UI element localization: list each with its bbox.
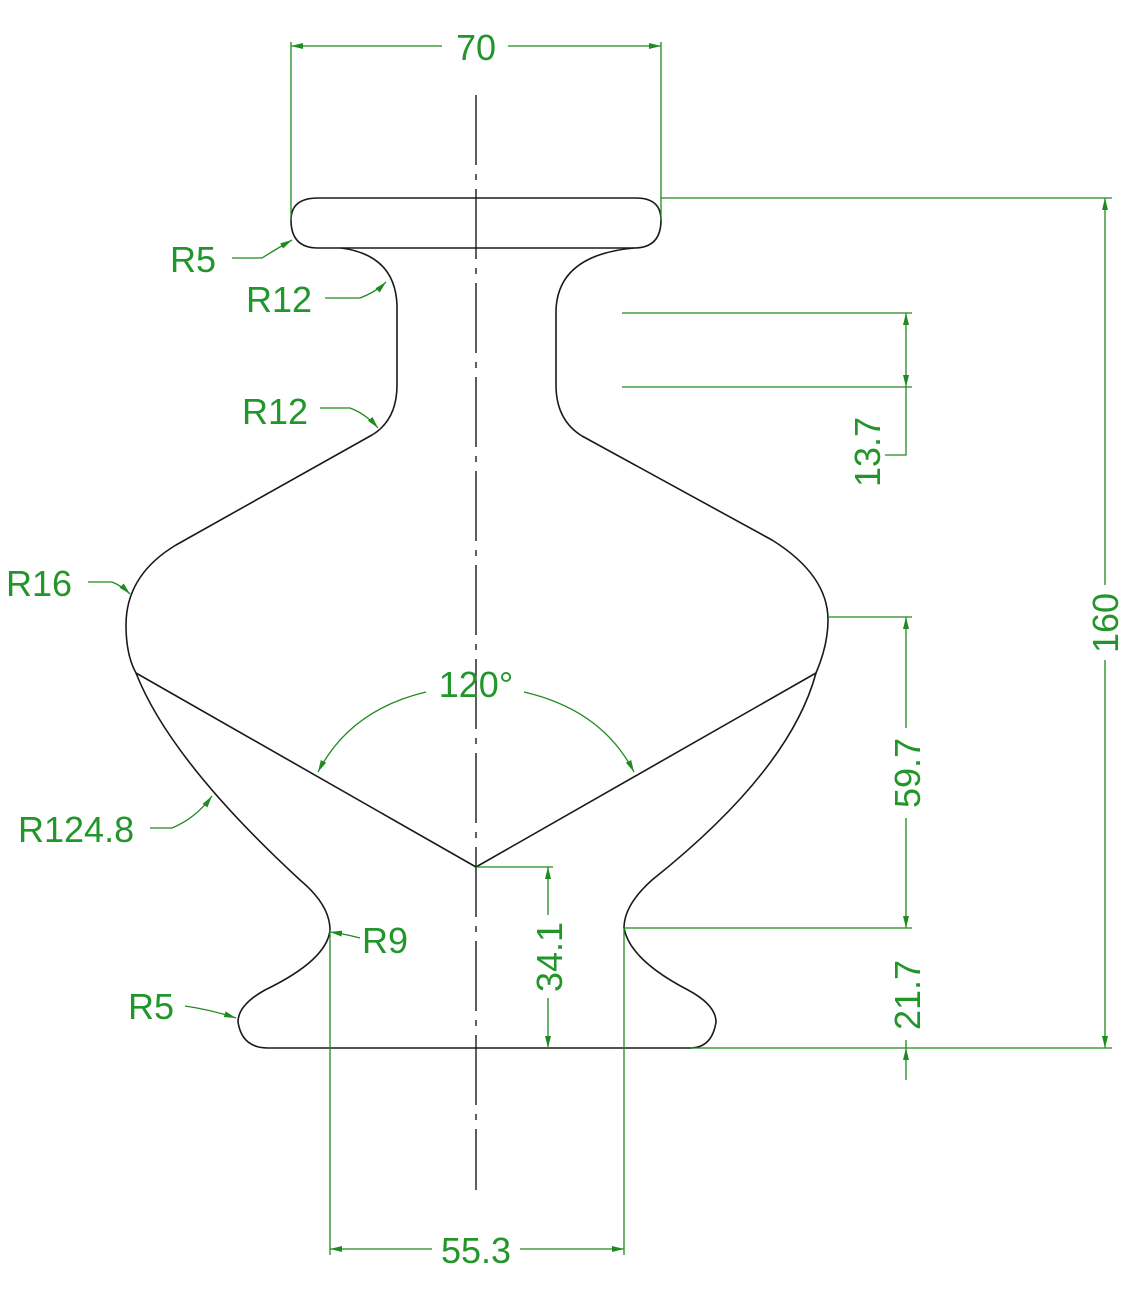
dim-top-width: 70 <box>456 27 496 68</box>
top-rim-outline <box>290 197 662 249</box>
radius-neck-upper: R12 <box>246 279 312 320</box>
radius-waist: R9 <box>362 920 408 961</box>
left-profile <box>125 247 691 1049</box>
dim-neck-length: 13.7 <box>847 417 888 487</box>
dim-body-height: 59.7 <box>887 738 928 808</box>
dim-cone-depth: 34.1 <box>529 922 570 992</box>
part-outline <box>125 197 829 1049</box>
radius-lower-body: R124.8 <box>18 809 134 850</box>
radius-top-rim: R5 <box>170 239 216 280</box>
dimension-geometry <box>88 42 1112 1255</box>
dim-overall-height: 160 <box>1085 593 1126 653</box>
radius-shoulder: R16 <box>6 563 72 604</box>
dim-angle: 120° <box>439 664 513 705</box>
radius-base-rim: R5 <box>128 986 174 1027</box>
dimension-labels: 70 160 13.7 59.7 120° 34.1 21.7 55.3 R5 … <box>6 27 1126 1271</box>
dim-base-width: 55.3 <box>441 1230 511 1271</box>
radius-neck-lower: R12 <box>242 391 308 432</box>
right-profile <box>555 247 829 1049</box>
dim-base-height: 21.7 <box>887 960 928 1030</box>
